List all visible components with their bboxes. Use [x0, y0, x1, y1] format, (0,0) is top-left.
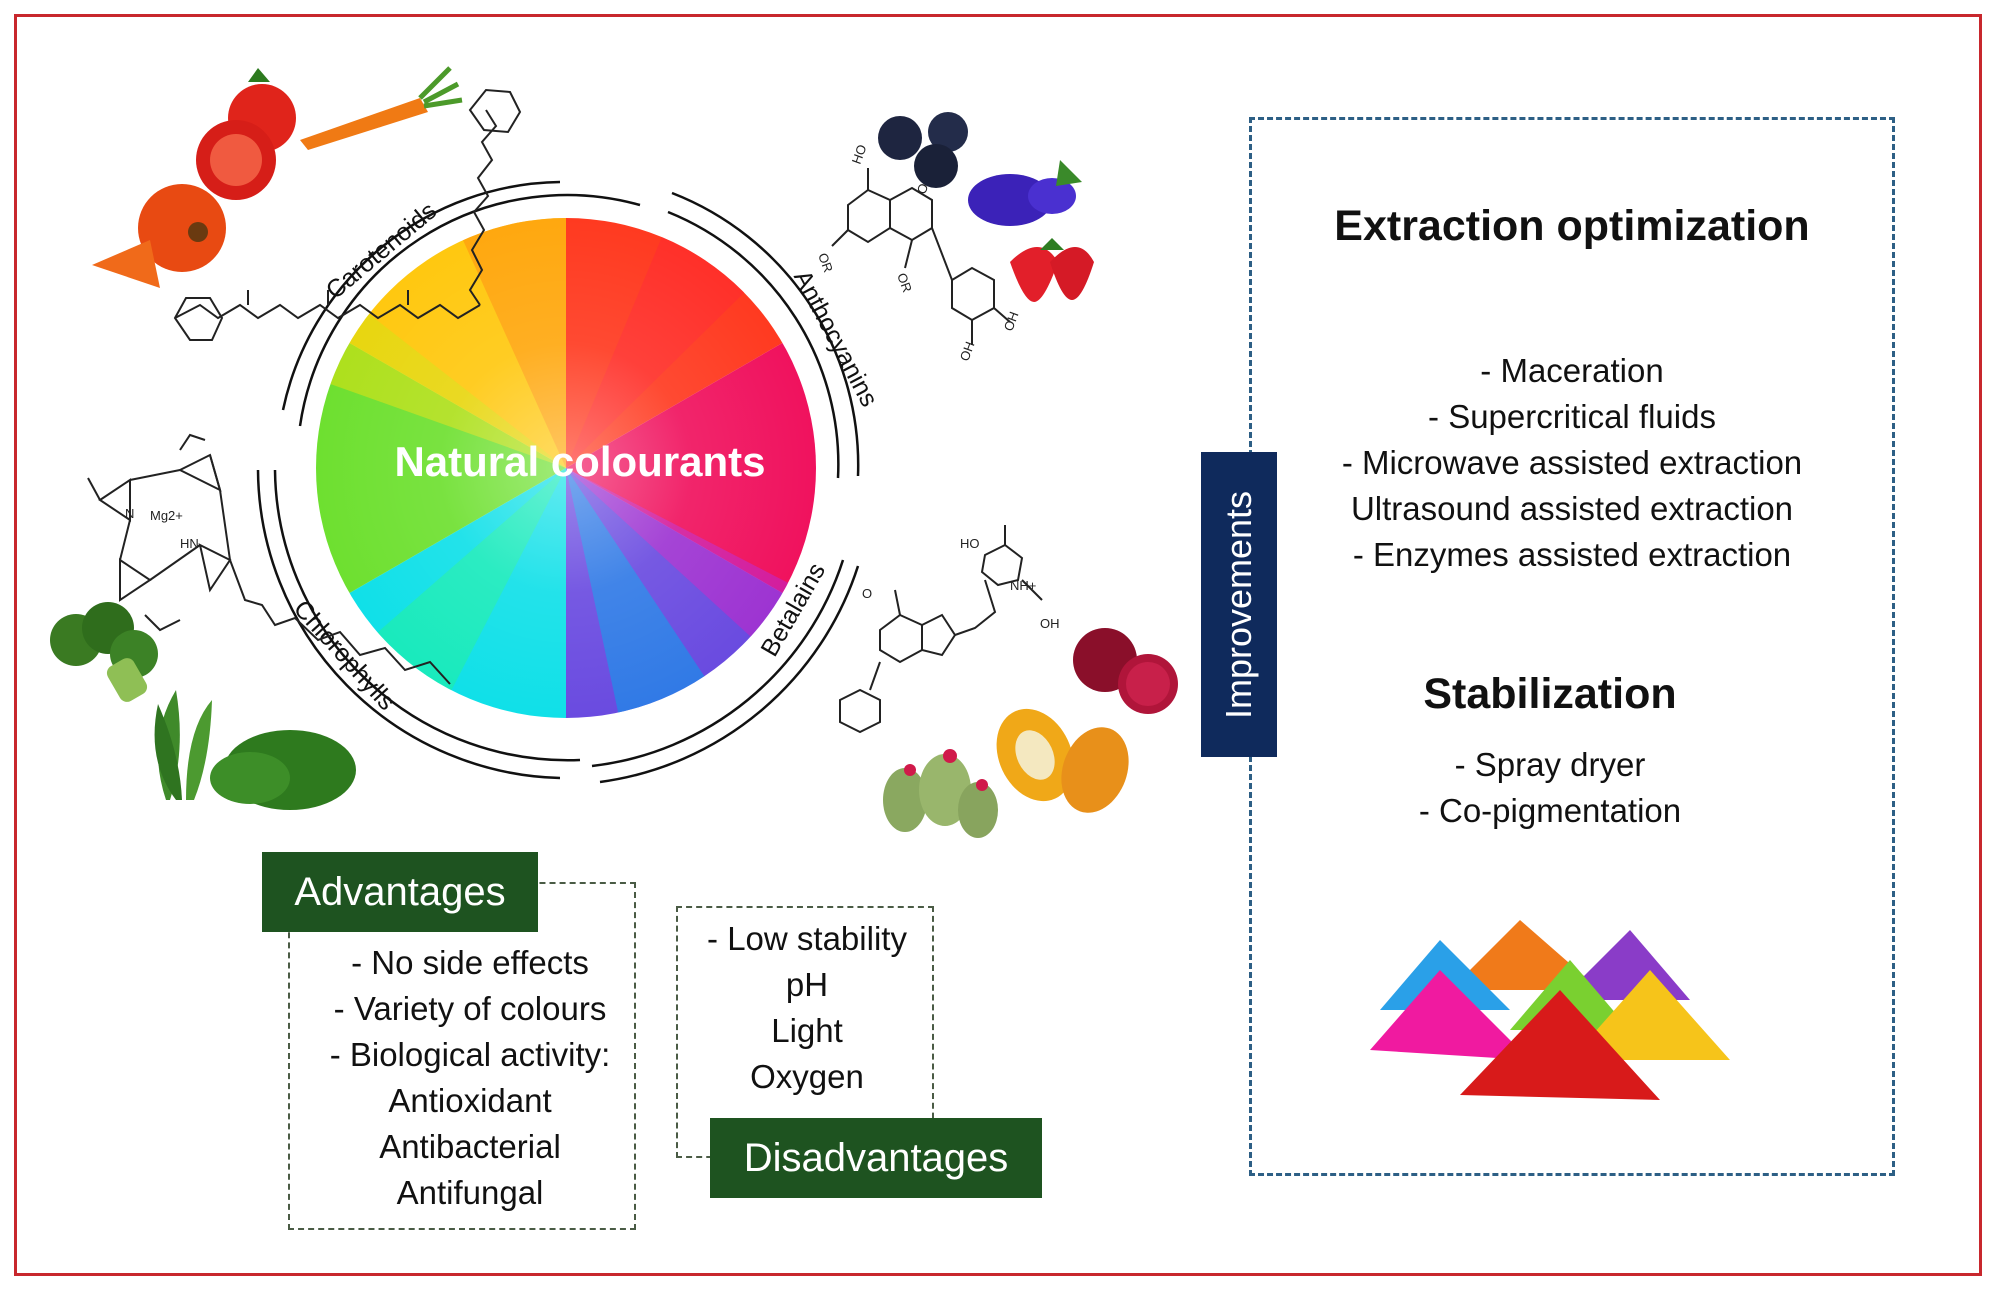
chlorophyll-structure	[87, 433, 451, 685]
disadvantages-list: - Low stability pH Light Oxygen	[682, 916, 932, 1100]
disadvantage-item: - Low stability	[707, 920, 907, 957]
extraction-item: - Supercritical fluids	[1428, 398, 1716, 435]
anthocyanin-structure	[831, 168, 1011, 345]
broccoli-image	[50, 602, 158, 702]
mol-betalain-o: O	[862, 586, 872, 601]
disadvantage-item: Oxygen	[750, 1058, 864, 1095]
extraction-item: - Enzymes assisted extraction	[1352, 536, 1792, 573]
extraction-list: - Maceration - Supercritical fluids - Mi…	[1262, 348, 1882, 578]
mol-betalain-nh: NH+	[1010, 578, 1036, 593]
pigment-arcs	[256, 180, 860, 784]
extraction-heading: Extraction optimization	[1334, 202, 1810, 250]
seaweed-image	[154, 690, 212, 800]
mol-betalain-oh: OH	[1040, 616, 1060, 631]
stabilization-heading: Stabilization	[1423, 670, 1677, 718]
dragon-fruit-image	[996, 708, 1129, 813]
spinach-image	[210, 730, 356, 810]
prickly-pear-image	[883, 749, 998, 838]
disadvantage-item: pH	[785, 966, 829, 1003]
advantage-item: - Variety of colours	[333, 990, 607, 1027]
tomato-image	[196, 68, 296, 200]
strawberry-image	[1010, 238, 1094, 302]
advantage-item: - No side effects	[351, 944, 589, 981]
stabilization-list: - Spray dryer - Co-pigmentation	[1240, 742, 1860, 834]
extraction-item: Ultrasound assisted extraction	[1350, 490, 1794, 527]
advantages-list: - No side effects - Variety of colours -…	[296, 940, 644, 1216]
center-title: Natural colourants	[394, 438, 766, 485]
blueberry-image	[878, 112, 968, 188]
disadvantage-item: Light	[771, 1012, 843, 1049]
mol-hn-label: HN	[180, 536, 199, 551]
mol-mg-label: Mg2+	[150, 508, 183, 523]
advantage-item: Antibacterial	[379, 1128, 561, 1165]
mol-or-label-2: OR	[894, 271, 915, 294]
mol-betalain-ho: HO	[960, 536, 980, 551]
carrot-image	[300, 66, 463, 150]
mol-n-label: N	[125, 506, 134, 521]
betalain-structure	[839, 525, 1043, 734]
persimmon-image	[92, 184, 226, 288]
pigment-powders-image	[1370, 920, 1730, 1100]
extraction-item: - Maceration	[1480, 352, 1664, 389]
improvements-tag: Improvements	[1201, 452, 1277, 757]
advantage-item: - Biological activity:	[329, 1036, 611, 1073]
advantage-item: Antioxidant	[388, 1082, 552, 1119]
butterfly-pea-image	[968, 160, 1082, 226]
mol-or-label-1: OR	[815, 251, 836, 274]
carotenoid-structure	[173, 88, 522, 341]
mol-oh-label-2: OH	[957, 340, 978, 363]
mol-oh-label-1: OH	[1001, 310, 1022, 333]
disadvantages-tag: Disadvantages	[710, 1118, 1042, 1198]
stabilization-item: - Co-pigmentation	[1418, 792, 1682, 829]
mol-ho-label: HO	[849, 143, 870, 166]
stabilization-item: - Spray dryer	[1454, 746, 1646, 783]
advantages-tag: Advantages	[262, 852, 538, 932]
extraction-item: - Microwave assisted extraction	[1341, 444, 1803, 481]
figure-frame	[14, 14, 1982, 1276]
beetroot-image	[1073, 628, 1178, 714]
advantage-item: Antifungal	[396, 1174, 544, 1211]
